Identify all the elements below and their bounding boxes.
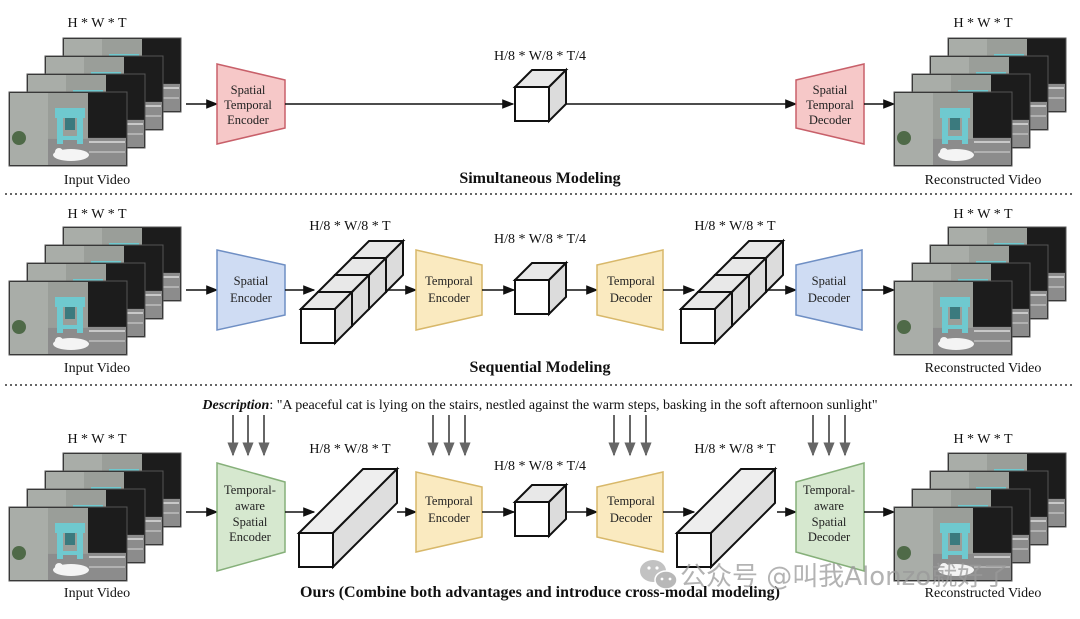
row2-output-label: Reconstructed Video [925,361,1042,376]
row3-input-dims: H * W * T [67,432,127,447]
svg-text:Temporal: Temporal [425,274,473,288]
row1-spatial-temporal-encoder [216,63,286,145]
row2-temporal-encoder [415,249,483,331]
svg-text:Decoder: Decoder [610,511,653,525]
wechat-icon [640,560,678,590]
row3-temporal-decoder-label: Temporal Decoder [607,494,655,525]
row3-spatial-decoder-label: Temporal- aware Spatial Decoder [803,483,855,544]
row3-latent-cube [512,482,569,539]
watermark: 公众号 @叫我Alonzo就好了 [640,560,1009,592]
svg-text:Temporal: Temporal [607,494,655,508]
svg-text:Encoder: Encoder [229,530,271,544]
row3-input-video [8,452,182,582]
svg-text:Encoder: Encoder [227,113,269,127]
row2-spatial-encoder [216,249,286,331]
row3-spatial-encoder-label: Temporal- aware Spatial Encoder [224,483,276,544]
row3-output-dims: H * W * T [953,432,1013,447]
svg-text:Temporal: Temporal [607,274,655,288]
svg-text:Decoder: Decoder [808,291,851,305]
svg-text:Encoder: Encoder [428,511,470,525]
row2-mid-dims-left: H/8 * W/8 * T [309,219,391,234]
row2-spatial-encoder-label: Spatial Encoder [230,274,272,305]
row1-latent-cube [512,67,569,124]
video-frame [893,280,1013,356]
video-frame [8,506,128,582]
svg-text:Encoder: Encoder [230,291,272,305]
row1-encoder-label: Spatial Temporal Encoder [224,83,272,127]
svg-text:Decoder: Decoder [808,530,851,544]
row1-spatial-temporal-decoder [795,63,865,145]
row3-mid-dims-left: H/8 * W/8 * T [309,442,391,457]
video-frame [8,91,128,167]
svg-text:Temporal: Temporal [425,494,473,508]
svg-text:Temporal: Temporal [224,98,272,112]
video-frame [8,280,128,356]
row3-input-label: Input Video [64,586,130,601]
svg-text:Spatial: Spatial [813,83,848,97]
row2-feature-stack-left [298,238,406,346]
row2-feature-stack-right [678,238,786,346]
svg-text:Temporal-: Temporal- [803,483,855,497]
svg-text:Decoder: Decoder [809,113,852,127]
row2-output-dims: H * W * T [953,207,1013,222]
row2-input-label: Input Video [64,361,130,376]
row3-temporal-decoder [596,471,664,553]
row3-output-label: Reconstructed Video [925,586,1042,601]
row3-temporal-aware-spatial-encoder [216,462,286,572]
row2-spatial-decoder [795,249,863,331]
row1-input-label: Input Video [64,173,130,188]
row3-temporal-encoder-label: Temporal Encoder [425,494,473,525]
row2-temporal-decoder [596,249,664,331]
svg-text:Decoder: Decoder [610,291,653,305]
svg-text:公众号 @叫我Alonzo就好了: 公众号 @叫我Alonzo就好了 [680,562,1009,592]
row2-temporal-decoder-label: Temporal Decoder [607,274,655,305]
row1-input-dims: H * W * T [67,16,127,31]
svg-text:Temporal-: Temporal- [224,483,276,497]
svg-text:Spatial: Spatial [234,274,269,288]
row2-mid-dims-right: H/8 * W/8 * T [694,219,776,234]
row2-latent-dims: H/8 * W/8 * T/4 [494,232,586,247]
video-frame [893,506,1013,582]
row3-mid-dims-right: H/8 * W/8 * T [694,442,776,457]
row1-title: Simultaneous Modeling [459,170,620,187]
row2-temporal-encoder-label: Temporal Encoder [425,274,473,305]
row2-input-dims: H * W * T [67,207,127,222]
row3-description: Description: "A peaceful cat is lying on… [201,398,877,413]
row1-output-video [893,37,1067,167]
description-text: : "A peaceful cat is lying on the stairs… [269,398,877,413]
row2-spatial-decoder-label: Spatial Decoder [808,274,851,305]
row3-latent-dims: H/8 * W/8 * T/4 [494,459,586,474]
row2-output-video [893,226,1067,356]
row1-input-video [8,37,182,167]
svg-text:Temporal: Temporal [806,98,854,112]
svg-text:aware: aware [814,499,844,513]
row1-latent-dims: H/8 * W/8 * T/4 [494,49,586,64]
row2-input-video [8,226,182,356]
svg-text:Spatial: Spatial [233,515,268,529]
row3-output-video [893,452,1067,582]
svg-text:Spatial: Spatial [231,83,266,97]
row3-temporal-encoder [415,471,483,553]
svg-text:Spatial: Spatial [812,274,847,288]
svg-text:aware: aware [235,499,265,513]
row2-latent-cube [512,260,569,317]
row1-output-label: Reconstructed Video [925,173,1042,188]
description-label: Description [201,398,269,413]
row1-decoder-label: Spatial Temporal Decoder [806,83,854,127]
row3-temporal-aware-spatial-decoder [795,462,865,572]
row3-feature-prism-left [296,466,400,570]
row3-feature-prism-right [674,466,778,570]
row2-title: Sequential Modeling [470,359,611,376]
svg-text:Spatial: Spatial [812,515,847,529]
row1-output-dims: H * W * T [953,16,1013,31]
video-frame [893,91,1013,167]
svg-text:Encoder: Encoder [428,291,470,305]
